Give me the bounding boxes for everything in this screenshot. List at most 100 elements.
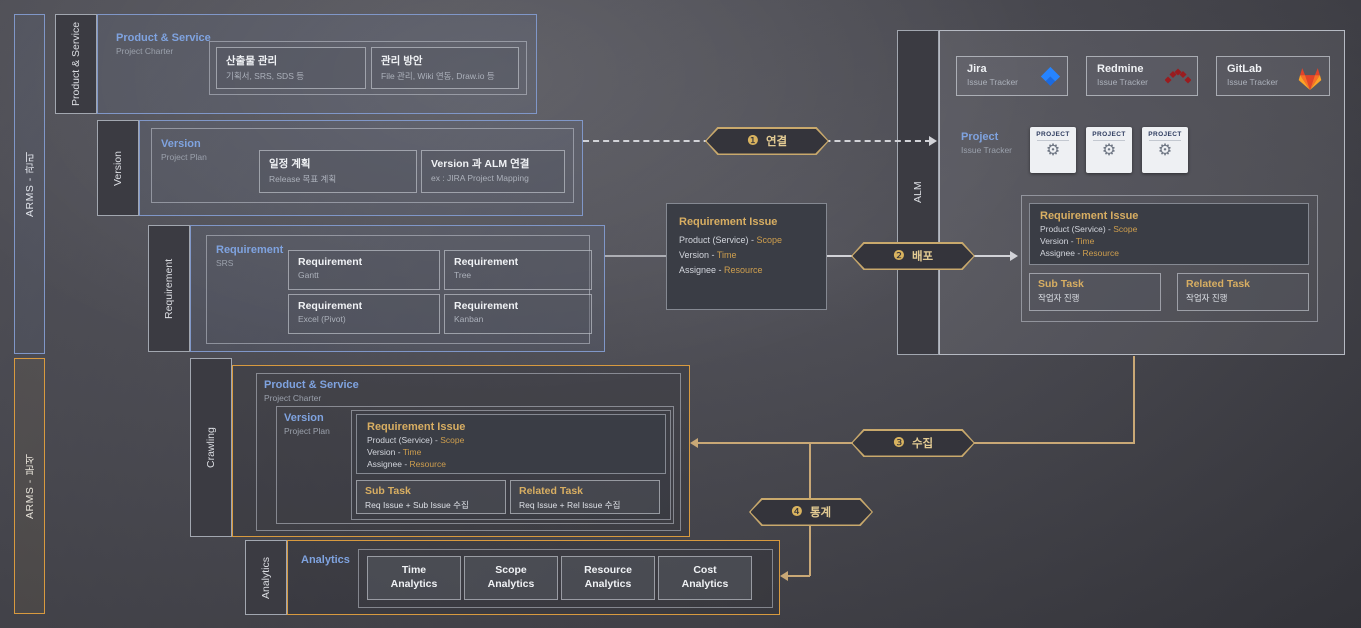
req-issue-value: Resource [409, 459, 446, 469]
cost-analytics-card: Cost Analytics [658, 556, 752, 600]
req-issue-label: Version - [679, 250, 715, 260]
doc-label: PROJECT [1148, 131, 1182, 138]
req-issue-line: Version - Time [679, 250, 814, 260]
tab-product-service: Product & Service [55, 14, 97, 114]
gitlab-icon [1298, 68, 1322, 90]
tab-version: Version [97, 120, 139, 216]
tracker-subtitle: Issue Tracker [1097, 77, 1149, 87]
redmine-icon [1165, 68, 1191, 84]
card-subtitle: Gantt [298, 270, 319, 280]
card-title: 관리 방안 [381, 55, 423, 67]
task-title: Related Task [1186, 278, 1250, 290]
version-subtitle: Project Plan [161, 152, 207, 162]
card-title: 산출물 관리 [226, 55, 278, 67]
tracker-subtitle: Issue Tracker [967, 77, 1019, 87]
requirement-tree-card: Requirement Tree [444, 250, 592, 290]
requirement-gantt-card: Requirement Gantt [288, 250, 440, 290]
badge-collect: ❸ 수집 [851, 429, 975, 457]
task-subtitle: 작업자 진행 [1186, 293, 1228, 303]
alm-project-label: Project Issue Tracker [961, 131, 1012, 155]
gear-icon: ⚙ [1157, 142, 1173, 159]
tracker-name: Jira [967, 63, 987, 75]
card-line1: Time [401, 564, 427, 577]
req-issue-line: Assignee - Resource [1040, 248, 1298, 258]
card-subtitle: ex : JIRA Project Mapping [431, 173, 529, 183]
task-title: Sub Task [365, 485, 411, 497]
card-line1: Cost [693, 564, 717, 577]
alm-project-title: Project [961, 131, 999, 143]
hex-fill [750, 499, 872, 525]
analytics-box: Analytics Time Analytics Scope Analytics… [287, 540, 780, 615]
hex-fill [852, 243, 974, 269]
requirement-issue-card: Requirement Issue Product (Service) - Sc… [666, 203, 827, 310]
req-issue-label: Product (Service) - [1040, 224, 1111, 234]
card-title: 일정 계획 [269, 158, 311, 170]
project-document-icon: PROJECT ⚙ [1030, 127, 1076, 173]
req-issue-value: Scope [1113, 224, 1138, 234]
version-items-frame [151, 128, 574, 203]
alm-panel: Jira Issue Tracker Redmine Issue Tracker [939, 30, 1345, 355]
management-plan-card: 관리 방안 File 관리, Wiki 연동, Draw.io 등 [371, 47, 519, 89]
req-issue-line: Version - Time [1040, 236, 1298, 246]
card-subtitle: Kanban [454, 314, 484, 324]
tab-alm: ALM [897, 30, 939, 355]
req-issue-value: Time [1075, 236, 1095, 246]
crawling-sub-task-card: Sub Task Req Issue + Sub Issue 수집 [356, 480, 506, 514]
crawling-box: Product & Service Project Charter Versio… [232, 365, 690, 537]
req-issue-value: Scope [440, 435, 465, 445]
card-subtitle: 기획서, SRS, SDS 등 [226, 71, 305, 81]
req-issue-value: Resource [724, 265, 763, 275]
card-subtitle: Tree [454, 270, 472, 280]
req-issue-label: Version - [1040, 236, 1074, 246]
req-issue-line: Assignee - Resource [367, 459, 655, 469]
product-service-items-frame [209, 41, 527, 95]
frame-subtitle: Project Charter [264, 393, 322, 403]
redmine-tracker-card: Redmine Issue Tracker [1086, 56, 1198, 96]
task-title: Sub Task [1038, 278, 1084, 290]
product-service-box: Product & Service Project Charter 산출물 관리… [97, 14, 537, 114]
tracker-subtitle: Issue Tracker [1227, 77, 1279, 87]
arrowhead-right-icon [929, 136, 937, 146]
req-issue-title: Requirement Issue [1040, 210, 1139, 222]
task-title: Related Task [519, 485, 583, 497]
requirement-title: Requirement [216, 244, 284, 256]
jira-icon [1040, 66, 1061, 86]
analytics-title: Analytics [301, 554, 350, 566]
doc-divider [1093, 140, 1125, 141]
gear-icon: ⚙ [1045, 142, 1061, 159]
gear-icon: ⚙ [1101, 142, 1117, 159]
version-label: Version Project Plan [161, 138, 207, 162]
card-subtitle: File 관리, Wiki 연동, Draw.io 등 [381, 71, 495, 81]
scope-analytics-card: Scope Analytics [464, 556, 558, 600]
badge-deploy: ❷ 배포 [851, 242, 975, 270]
alm-related-task-card: Related Task 작업자 진행 [1177, 273, 1309, 311]
badge-number: ❷ [892, 248, 905, 263]
card-line2: Analytics [390, 578, 438, 590]
req-issue-line: Assignee - Resource [679, 265, 814, 275]
product-service-title: Product & Service [116, 32, 211, 44]
requirement-kanban-card: Requirement Kanban [444, 294, 592, 334]
frame-title: Product & Service [264, 379, 359, 391]
alm-sub-task-card: Sub Task 작업자 진행 [1029, 273, 1161, 311]
requirement-excel-card: Requirement Excel (Pivot) [288, 294, 440, 334]
card-line2: Analytics [681, 578, 729, 590]
jira-tracker-card: Jira Issue Tracker [956, 56, 1068, 96]
task-subtitle: Req Issue + Rel Issue 수집 [519, 500, 621, 510]
card-title: Version 과 ALM 연결 [431, 158, 530, 170]
hex-fill [852, 430, 974, 456]
req-issue-line: Product (Service) - Scope [679, 235, 814, 245]
frame-subtitle: Project Plan [284, 426, 330, 436]
crawling-related-task-card: Related Task Req Issue + Rel Issue 수집 [510, 480, 660, 514]
time-analytics-card: Time Analytics [367, 556, 461, 600]
crawling-version-label: Version Project Plan [284, 412, 330, 436]
card-line1: Resource [584, 564, 632, 577]
connector-alm-down [1133, 356, 1135, 443]
req-issue-line: Version - Time [367, 447, 655, 457]
req-issue-value: Time [402, 447, 422, 457]
version-alm-link-card: Version 과 ALM 연결 ex : JIRA Project Mappi… [421, 150, 565, 193]
product-service-subtitle: Project Charter [116, 46, 174, 56]
req-issue-line: Product (Service) - Scope [367, 435, 655, 445]
tracker-name: GitLab [1227, 63, 1262, 75]
requirement-subtitle: SRS [216, 258, 234, 268]
